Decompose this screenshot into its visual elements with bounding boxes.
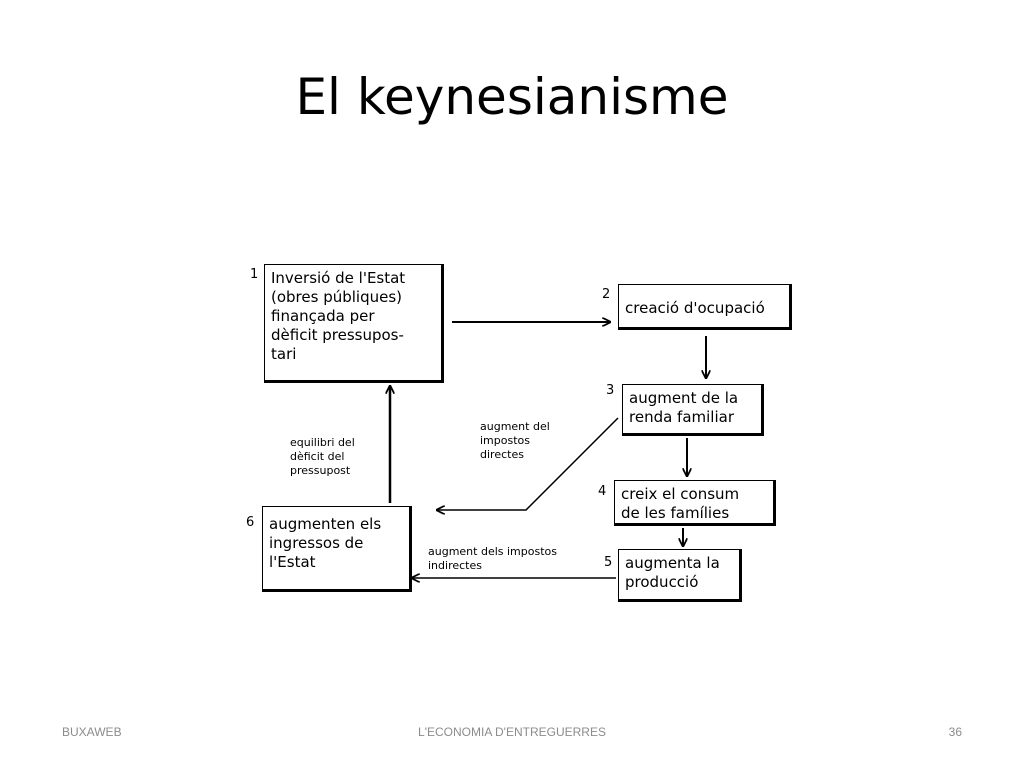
node-state-investment: Inversió de l'Estat (obres públiques) fi… (264, 264, 444, 383)
node-number-5: 5 (604, 555, 613, 570)
node-number-6: 6 (246, 515, 255, 530)
node-number-3: 3 (606, 383, 615, 398)
node-number-1: 1 (250, 267, 259, 282)
node-state-revenue: augmenten els ingressos de l'Estat (262, 506, 412, 592)
node-number-2: 2 (602, 287, 611, 302)
node-family-income: augment de la renda familiar (622, 384, 764, 436)
label-deficit-balance: equilibri del dèficit del pressupost (290, 436, 355, 477)
footer-left: BUXAWEB (62, 725, 122, 739)
node-job-creation: creació d'ocupació (618, 284, 792, 330)
arrow-3-to-6 (437, 417, 619, 510)
node-family-consumption: creix el consum de les famílies (614, 480, 776, 526)
node-production: augmenta la producció (618, 549, 742, 602)
label-indirect-taxes: augment dels impostos indirectes (428, 545, 557, 572)
node-number-4: 4 (598, 484, 607, 499)
slide-title: El keynesianisme (295, 68, 729, 126)
label-direct-taxes: augment del impostos directes (480, 420, 550, 461)
footer-center: L'ECONOMIA D'ENTREGUERRES (418, 725, 606, 739)
page-number: 36 (948, 725, 962, 739)
